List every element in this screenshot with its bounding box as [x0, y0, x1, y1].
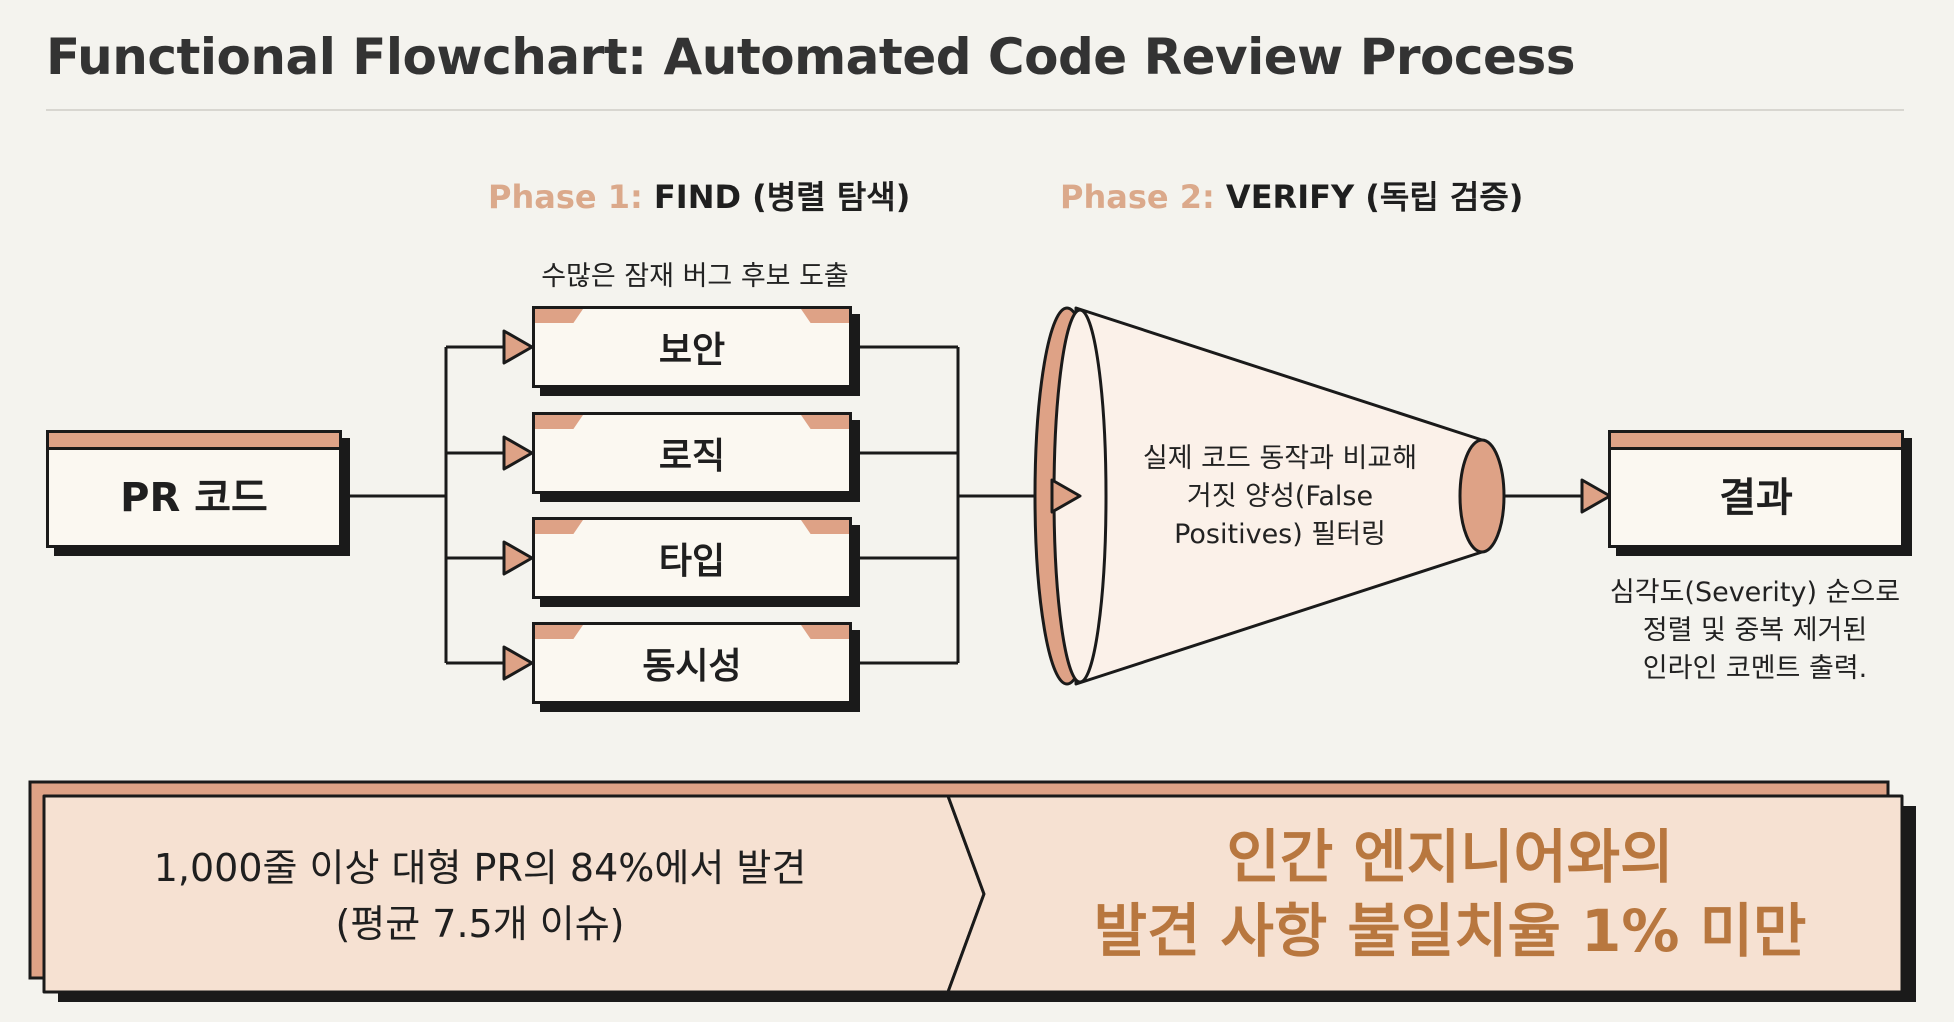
finder-box-security: 보안: [532, 306, 852, 388]
banner-finding-stat: 1,000줄 이상 대형 PR의 84%에서 발견 (평균 7.5개 이슈): [153, 846, 807, 946]
banner-accuracy-stat: 인간 엔지니어와의 발견 사항 불일치율 1% 미만: [1093, 823, 1807, 965]
arrowhead-4: [502, 645, 534, 681]
finder-label-security: 보안: [658, 330, 726, 371]
page-title: Functional Flowchart: Automated Code Rev…: [46, 28, 1575, 86]
arrowhead-3: [502, 540, 534, 576]
result-banner-shape: [28, 780, 1916, 1002]
result-caption: 심각도(Severity) 순으로 정렬 및 중복 제거된 인라인 코멘트 출력…: [1609, 577, 1901, 684]
arrowhead-funnel: [1050, 478, 1082, 514]
arrowhead-2: [502, 435, 534, 471]
finder-box-logic: 로직: [532, 412, 852, 494]
phase1-label: FIND (병렬 탐색): [653, 178, 911, 216]
phase2-prefix: Phase 2:: [1060, 178, 1215, 216]
phase1-caption: 수많은 잠재 버그 후보 도출: [541, 261, 849, 292]
result-box-label: 결과: [1719, 475, 1793, 521]
phase2-label: VERIFY (독립 검증): [1225, 178, 1524, 216]
phase1-heading: Phase 1: FIND (병렬 탐색): [488, 172, 910, 218]
result-box: 결과: [1608, 430, 1904, 548]
finder-label-concurrency: 동시성: [642, 646, 742, 687]
finder-box-concurrency: 동시성: [532, 622, 852, 704]
input-box-pr-code: PR 코드: [46, 430, 342, 548]
finder-label-logic: 로직: [658, 436, 726, 477]
title-divider: [46, 109, 1904, 111]
arrowhead-1: [502, 329, 534, 365]
input-box-label: PR 코드: [120, 475, 268, 521]
phase1-prefix: Phase 1:: [488, 178, 643, 216]
finder-label-type: 타입: [658, 541, 726, 582]
phase2-heading: Phase 2: VERIFY (독립 검증): [1060, 172, 1523, 218]
funnel-description: 실제 코드 동작과 비교해 거짓 양성(False Positives) 필터링: [1142, 443, 1418, 550]
finder-box-type: 타입: [532, 517, 852, 599]
arrowhead-result: [1580, 478, 1612, 514]
